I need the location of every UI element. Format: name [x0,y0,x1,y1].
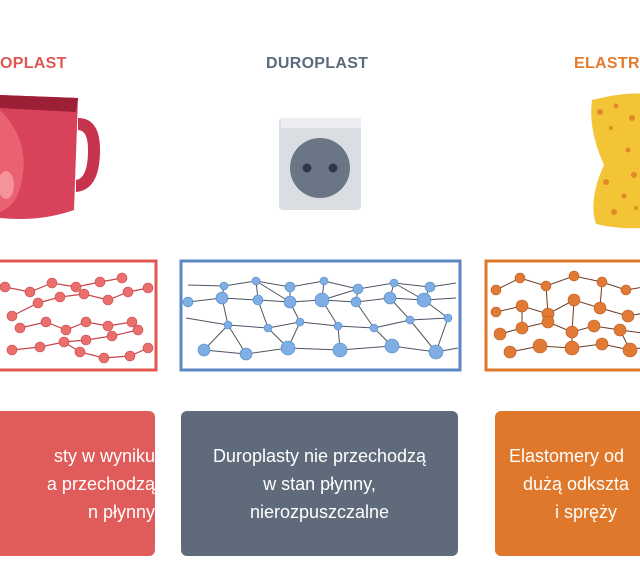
mug-icon [0,95,100,219]
duroplast-description: Duroplasty nie przechodzą w stan płynny,… [181,411,458,556]
description-line: sty w wyniku [53,446,155,466]
sponge-icon [591,93,640,229]
description-line: nierozpuszczalne [249,502,390,522]
duroplast-structure [179,259,462,372]
elastomer-title: ELASTRO [574,55,640,72]
description-line: a przechodzą [46,474,155,494]
power-socket-icon [279,118,361,210]
description-line: Elastomery od [509,446,625,466]
description-line: Duroplasty nie przechodzą [212,446,427,466]
description-line: i spręży [555,502,618,522]
elastomer-structure [484,259,640,372]
thermoplast-description: sty w wyniku a przechodzą n płynny [0,411,155,556]
duroplast-title: DUROPLAST [266,55,369,72]
elastomer-description: Elastomery od dużą odkszta i spręży [495,411,640,556]
description-line: n płynny [87,502,155,522]
thermoplast-title: OPLAST [0,55,67,72]
description-line: dużą odkszta [523,474,630,494]
thermoplast-structure [0,259,158,372]
description-line: w stan płynny, [263,474,376,494]
